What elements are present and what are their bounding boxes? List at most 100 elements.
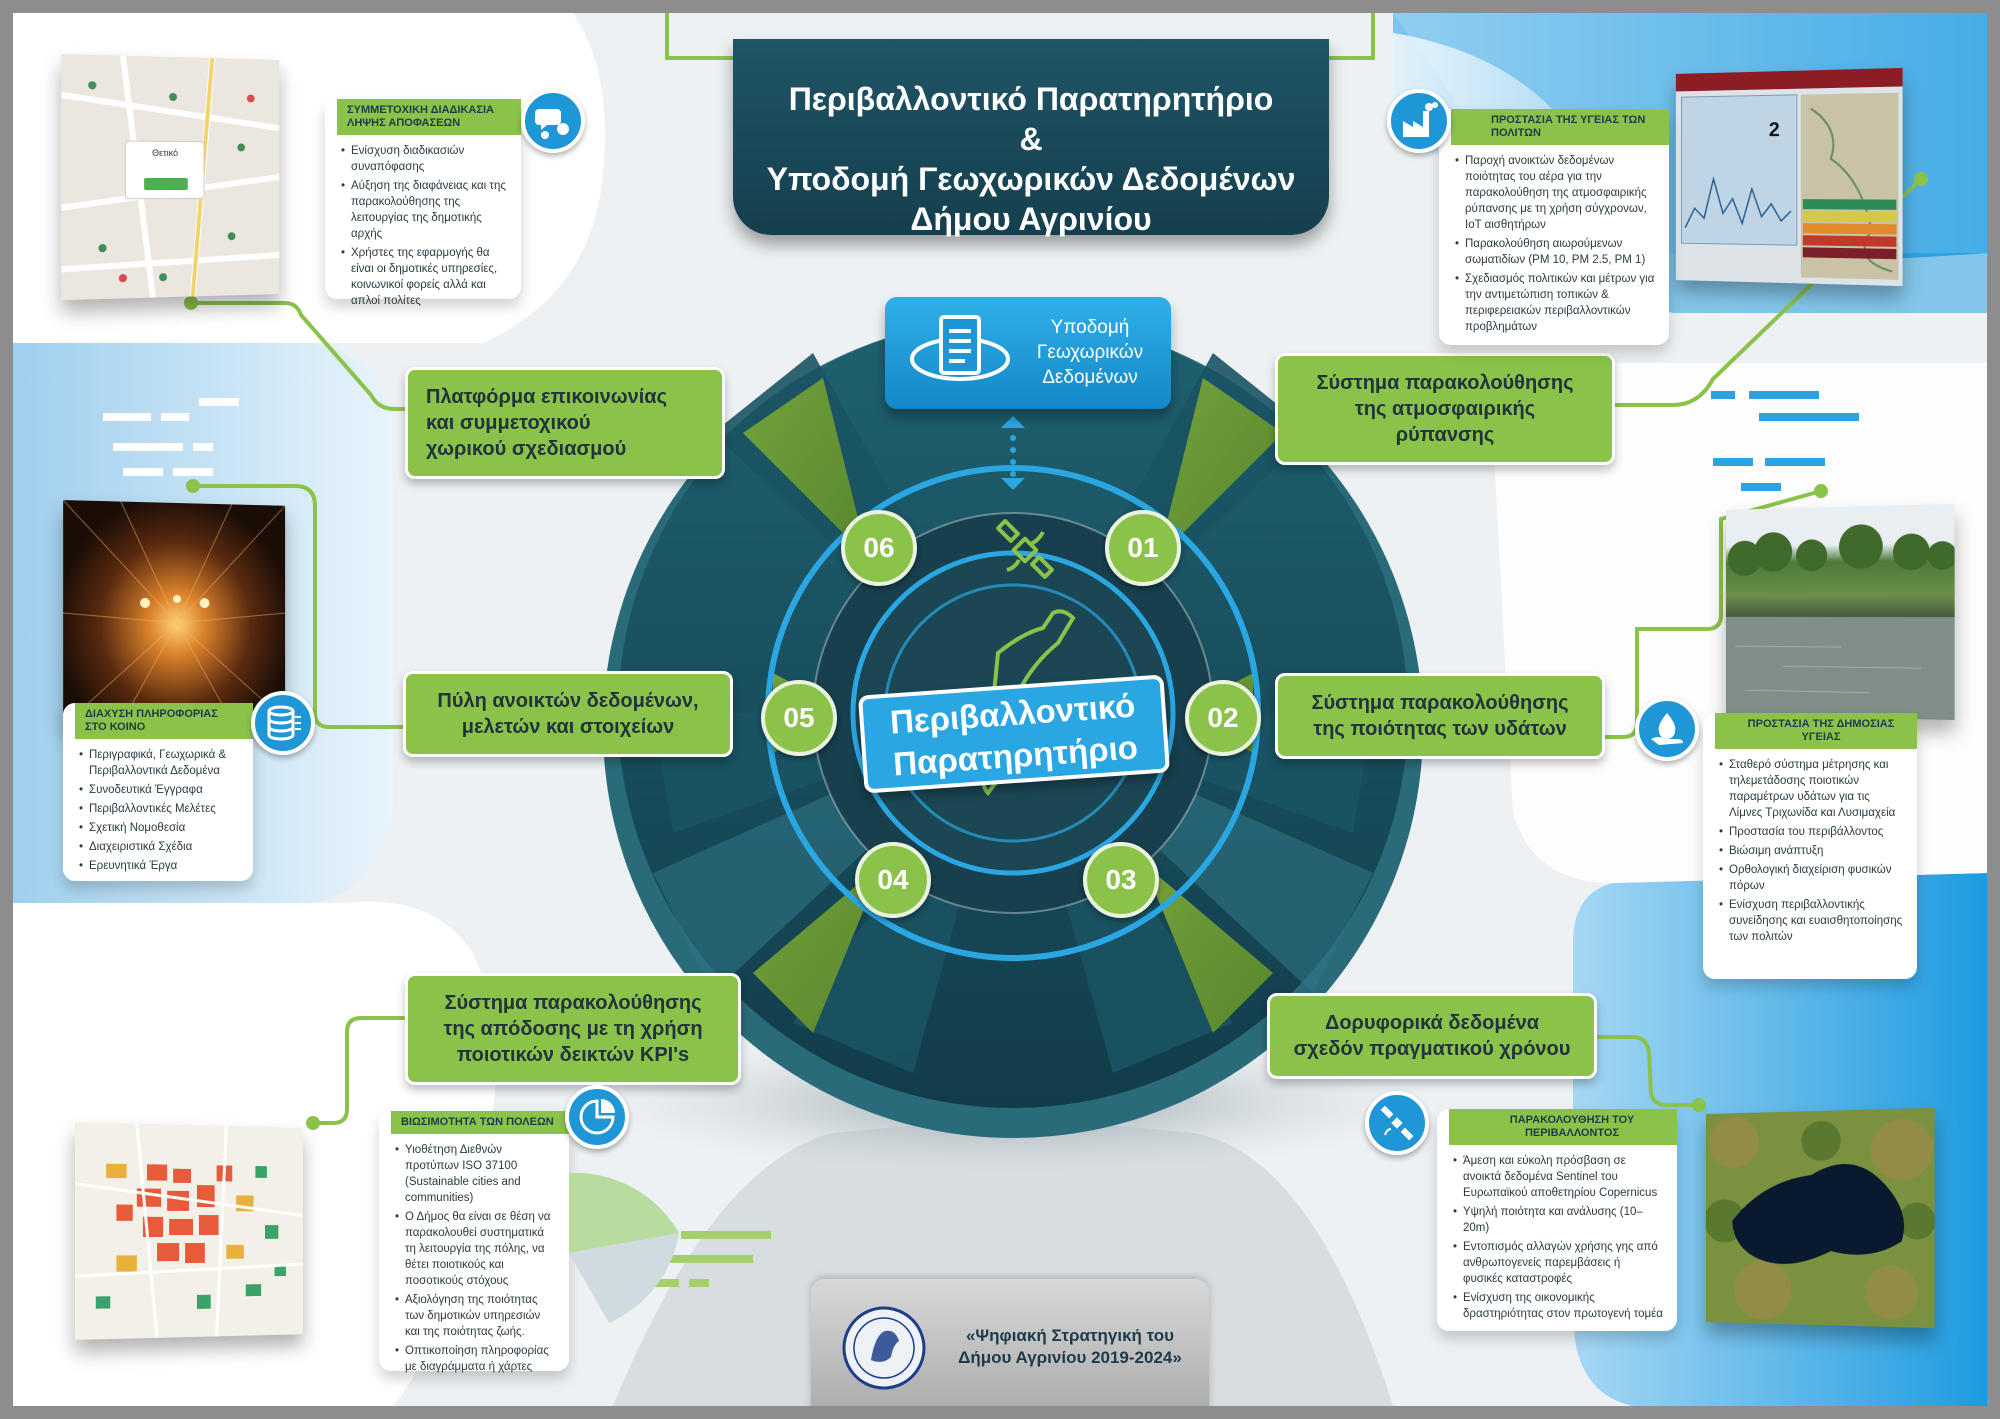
list-item: Ενίσχυση περιβαλλοντικής συνείδησης και … xyxy=(1719,897,1903,945)
infrastructure-badge: Υποδομή Γεωχωρικών Δεδομένων xyxy=(885,297,1171,409)
number-05: 05 xyxy=(761,680,837,756)
list-item: Ο Δήμος θα είναι σε θέση να παρακολουθεί… xyxy=(395,1209,555,1289)
air-quality-value: 2 xyxy=(1768,119,1780,142)
card-participation-heading-2: ΛΗΨΗΣ ΑΠΟΦΑΣΕΩΝ xyxy=(347,117,461,129)
card-sustainability-heading-1: ΒΙΩΣΙΜΟΤΗΤΑ ΤΩΝ ΠΟΛΕΩΝ xyxy=(401,1116,554,1128)
list-item: Παρακολούθηση αιωρούμενων σωματιδίων (PM… xyxy=(1455,236,1655,268)
title-line-1: Περιβαλλοντικό Παρατηρητήριο xyxy=(788,81,1274,117)
list-item: Βιώσιμη ανάπτυξη xyxy=(1719,843,1903,859)
pillar-03-line-2: σχεδόν πραγματικού χρόνου xyxy=(1293,1038,1571,1060)
list-item: Αξιολόγηση της ποιότητας των δημοτικών υ… xyxy=(395,1292,555,1340)
title-line-2: & xyxy=(1019,121,1043,157)
list-item: Χρήστες της εφαρμογής θα είναι οι δημοτι… xyxy=(341,245,507,309)
infra-line-2: Γεωχωρικών xyxy=(1036,342,1144,363)
card-info-heading-1: ΔΙΑΧΥΣΗ ΠΛΗΡΟΦΟΡΙΑΣ xyxy=(85,708,218,720)
satellite-terrain-graphic xyxy=(1704,1107,1936,1329)
list-item: Υιοθέτηση Διεθνών προτύπων ISO 37100 (Su… xyxy=(395,1142,555,1206)
number-03: 03 xyxy=(1083,842,1159,918)
pillar-01-line-2: της ατμοσφαιρικής xyxy=(1354,398,1536,420)
card-monitoring-heading-1: ΠΑΡΑΚΟΛΟΥΘΗΣΗ ΤΟΥ xyxy=(1509,1114,1635,1126)
card-publichealth-list: Σταθερό σύστημα μέτρησης και τηλεμετάδοσ… xyxy=(1719,757,1903,945)
pillar-06: Πλατφόρμα επικοινωνίας και συμμετοχικού … xyxy=(405,367,725,479)
card-info-heading: ΔΙΑΧΥΣΗ ΠΛΗΡΟΦΟΡΙΑΣ ΣΤΟ ΚΟΙΝΟ xyxy=(75,703,253,739)
title-line-4: Δήμου Αγρινίου xyxy=(910,201,1152,237)
poster: Περιβαλλοντικό Παρατηρητήριο & Υποδομή Γ… xyxy=(13,13,1987,1406)
list-item: Σταθερό σύστημα μέτρησης και τηλεμετάδοσ… xyxy=(1719,757,1903,821)
air-quality-dashboard-image: 2 xyxy=(1675,67,1903,287)
footer-line-2: Δήμου Αγρινίου 2019-2024» xyxy=(958,1348,1182,1367)
pie-decoration xyxy=(569,1173,679,1323)
pillar-02-line-1: Σύστημα παρακολούθησης xyxy=(1311,692,1569,714)
card-sustainability-list: Υιοθέτηση Διεθνών προτύπων ISO 37100 (Su… xyxy=(395,1142,555,1375)
card-info: ΔΙΑΧΥΣΗ ΠΛΗΡΟΦΟΡΙΑΣ ΣΤΟ ΚΟΙΝΟ Περιγραφικ… xyxy=(63,703,253,881)
card-health-heading: ΠΡΟΣΤΑΣΙΑ ΤΗΣ ΥΓΕΙΑΣ ΤΩΝ ΠΟΛΙΤΩΝ xyxy=(1451,109,1669,145)
pillar-02: Σύστημα παρακολούθησης της ποιότητας των… xyxy=(1275,673,1605,759)
card-health: ΠΡΟΣΤΑΣΙΑ ΤΗΣ ΥΓΕΙΑΣ ΤΩΝ ΠΟΛΙΤΩΝ Παροχή … xyxy=(1439,109,1669,345)
list-item: Περιβαλλοντικές Μελέτες xyxy=(79,801,239,817)
city-map-image xyxy=(75,1122,303,1340)
pillar-05-line-1: Πύλη ανοικτών δεδομένων, xyxy=(437,690,699,712)
card-health-heading-1: ΠΡΟΣΤΑΣΙΑ ΤΗΣ ΥΓΕΙΑΣ ΤΩΝ xyxy=(1491,114,1646,126)
pillar-04-line-1: Σύστημα παρακολούθησης xyxy=(444,992,702,1014)
pillar-04: Σύστημα παρακολούθησης της απόδοσης με τ… xyxy=(405,973,741,1085)
light-rays-graphic xyxy=(63,500,285,726)
pillar-04-line-3: ποιοτικών δεικτών KPI's xyxy=(456,1044,690,1066)
pillar-05: Πύλη ανοικτών δεδομένων, μελετών και στο… xyxy=(403,671,733,757)
participation-map-image: Θετικό xyxy=(61,54,279,300)
infra-line-3: Δεδομένων xyxy=(1042,367,1138,388)
card-info-heading-2: ΣΤΟ ΚΟΙΝΟ xyxy=(85,721,146,733)
card-participation-list: Ενίσχυση διαδικασιών συναπόφασης Αύξηση … xyxy=(341,143,507,309)
card-monitoring-heading: ΠΑΡΑΚΟΛΟΥΘΗΣΗ ΤΟΥ ΠΕΡΙΒΑΛΛΟΝΤΟΣ xyxy=(1449,1109,1677,1145)
factory-icon xyxy=(1387,89,1451,153)
card-publichealth-heading-2: ΥΓΕΙΑΣ xyxy=(1801,731,1841,743)
list-item: Ενίσχυση διαδικασιών συναπόφασης xyxy=(341,143,507,175)
list-item: Παροχή ανοικτών δεδομένων ποιότητας του … xyxy=(1455,153,1655,233)
list-item: Αύξηση της διαφάνειας και της παρακολούθ… xyxy=(341,178,507,242)
card-participation-heading-1: ΣΥΜΜΕΤΟΧΙΚΗ ΔΙΑΔΙΚΑΣΙΑ xyxy=(347,104,494,116)
satellite-card-icon xyxy=(1365,1091,1429,1155)
list-item: Υψηλή ποιότητα και ανάλυσης (10–20m) xyxy=(1453,1204,1663,1236)
card-monitoring-heading-2: ΠΕΡΙΒΑΛΛΟΝΤΟΣ xyxy=(1524,1127,1620,1139)
number-04: 04 xyxy=(855,842,931,918)
database-icon xyxy=(251,691,315,755)
list-item: Εντοπισμός αλλαγών χρήσης γης από ανθρωπ… xyxy=(1453,1239,1663,1287)
card-monitoring-list: Άμεση και εύκολη πρόσβαση σε ανοικτά δεδ… xyxy=(1453,1153,1663,1322)
pie-chart-icon xyxy=(565,1085,629,1149)
number-01: 01 xyxy=(1105,510,1181,586)
popup-button xyxy=(144,177,188,191)
dashboard-body xyxy=(1675,86,1903,287)
list-item: Ερευνητικά Έργα xyxy=(79,858,239,874)
poster-title: Περιβαλλοντικό Παρατηρητήριο & Υποδομή Γ… xyxy=(733,39,1329,237)
map-popup: Θετικό xyxy=(124,140,205,200)
list-item: Σχεδιασμός πολιτικών και μέτρων για την … xyxy=(1455,271,1655,335)
pillar-01-line-3: ρύπανσης xyxy=(1395,424,1495,446)
list-item: Διαχειριστικά Σχέδια xyxy=(79,839,239,855)
card-monitoring: ΠΑΡΑΚΟΛΟΥΘΗΣΗ ΤΟΥ ΠΕΡΙΒΑΛΛΟΝΤΟΣ Άμεση κα… xyxy=(1437,1109,1677,1331)
pillar-06-line-1: Πλατφόρμα επικοινωνίας xyxy=(426,386,667,408)
footer-line-1: «Ψηφιακή Στρατηγική του xyxy=(965,1326,1175,1345)
lake-photo xyxy=(1725,503,1957,721)
lake-graphic xyxy=(1725,523,1957,721)
card-health-list: Παροχή ανοικτών δεδομένων ποιότητας του … xyxy=(1455,153,1655,335)
list-item: Σχετική Νομοθεσία xyxy=(79,820,239,836)
number-02: 02 xyxy=(1185,680,1261,756)
satellite-lake-image xyxy=(1704,1107,1936,1329)
number-06: 06 xyxy=(841,510,917,586)
pillar-01: Σύστημα παρακολούθησης της ατμοσφαιρικής… xyxy=(1275,353,1615,465)
card-publichealth-heading-1: ΠΡΟΣΤΑΣΙΑ ΤΗΣ ΔΗΜΟΣΙΑΣ xyxy=(1747,718,1895,730)
server-hall-image xyxy=(63,500,285,726)
card-publichealth-heading: ΠΡΟΣΤΑΣΙΑ ΤΗΣ ΔΗΜΟΣΙΑΣ ΥΓΕΙΑΣ xyxy=(1715,713,1917,749)
pillar-03: Δορυφορικά δεδομένα σχεδόν πραγματικού χ… xyxy=(1267,993,1597,1079)
pillar-02-line-2: της ποιότητας των υδάτων xyxy=(1313,718,1567,740)
chat-bubbles-icon xyxy=(521,89,585,153)
card-sustainability-heading: ΒΙΩΣΙΜΟΤΗΤΑ ΤΩΝ ΠΟΛΕΩΝ xyxy=(391,1111,569,1134)
card-participation: ΣΥΜΜΕΤΟΧΙΚΗ ΔΙΑΔΙΚΑΣΙΑ ΛΗΨΗΣ ΑΠΟΦΑΣΕΩΝ Ε… xyxy=(325,99,521,307)
pillar-01-line-1: Σύστημα παρακολούθησης xyxy=(1316,372,1574,394)
list-item: Συνοδευτικά Έγγραφα xyxy=(79,782,239,798)
satellite-icon xyxy=(996,519,1054,579)
city-blocks-graphic xyxy=(75,1122,303,1340)
map-popup-label: Θετικό xyxy=(152,147,178,159)
card-health-heading-2: ΠΟΛΙΤΩΝ xyxy=(1491,127,1541,139)
card-participation-heading: ΣΥΜΜΕΤΟΧΙΚΗ ΔΙΑΔΙΚΑΣΙΑ ΛΗΨΗΣ ΑΠΟΦΑΣΕΩΝ xyxy=(337,99,521,135)
